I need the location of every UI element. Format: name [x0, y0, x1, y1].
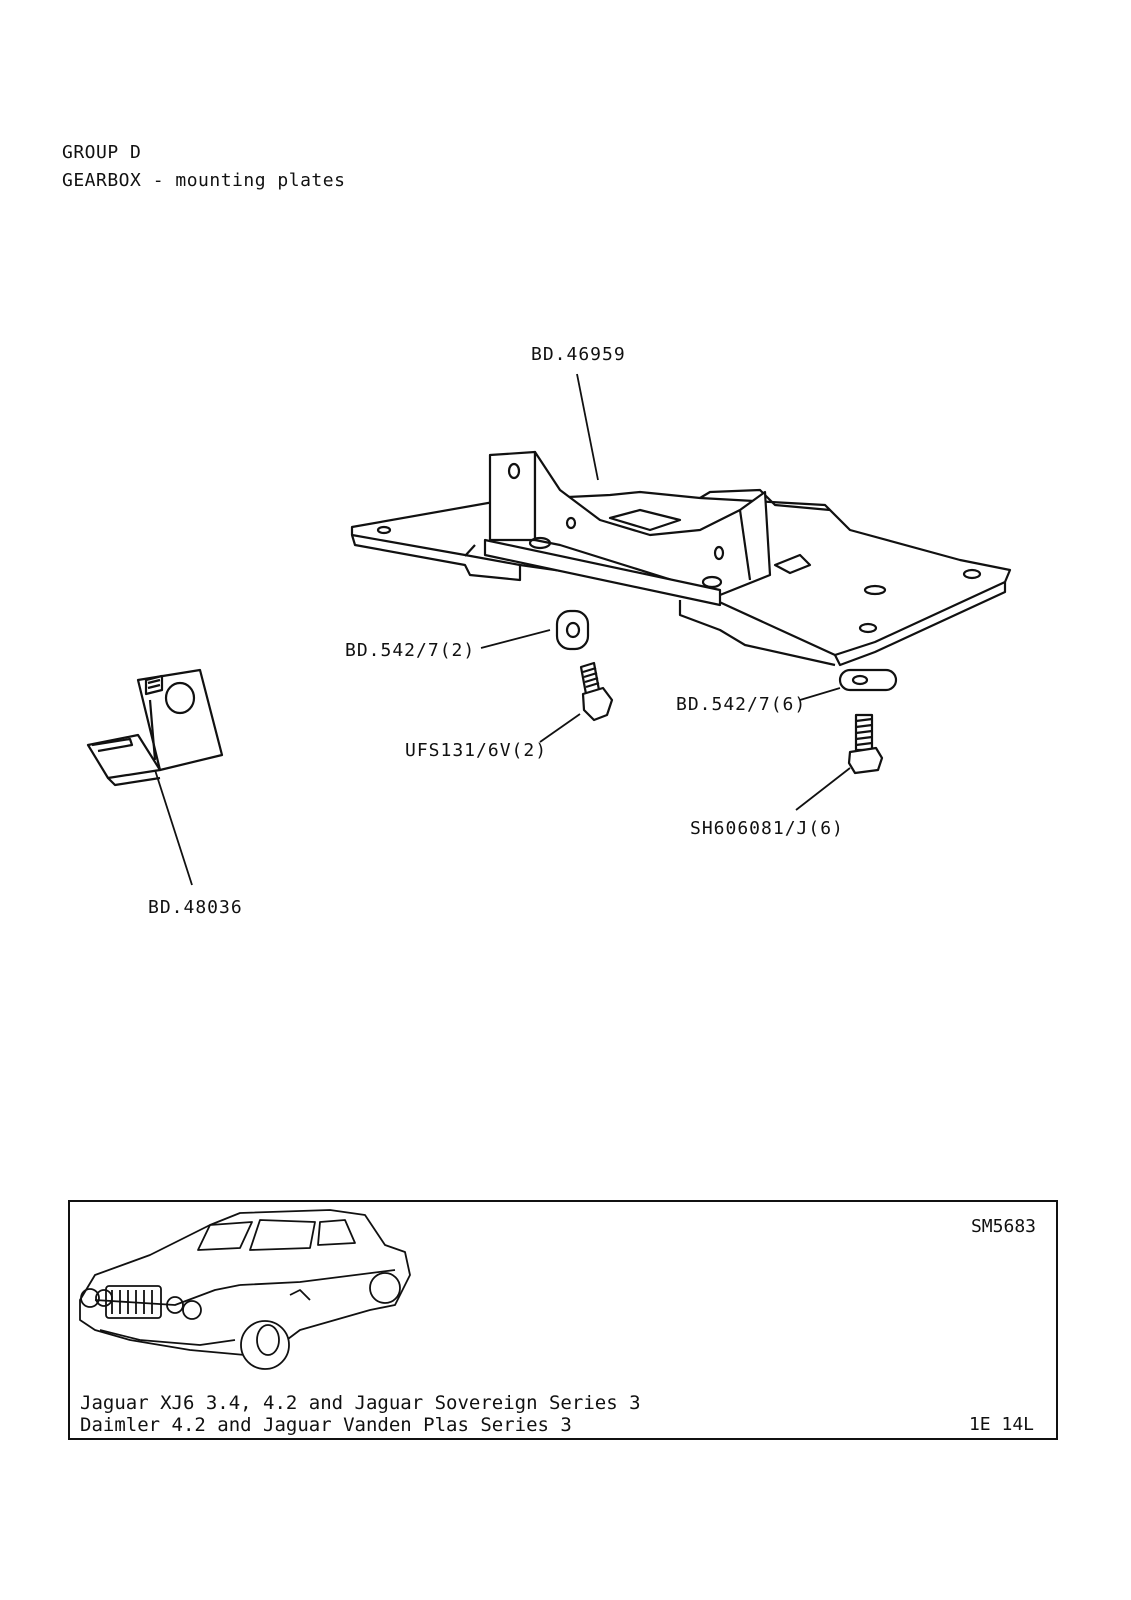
- page-subtitle: GEARBOX - mounting plates: [62, 170, 346, 191]
- callout-washer-large: BD.542/7(6): [676, 694, 807, 715]
- bolt-small: [579, 661, 614, 722]
- main-mounting-plate: [350, 450, 1012, 667]
- sheet-code: SM5683: [970, 1216, 1036, 1237]
- bracket-part: [86, 668, 224, 787]
- vehicle-info-panel: SM5683 Jaguar XJ6 3.4, 4.2 and Jaguar So…: [68, 1200, 1058, 1440]
- callout-bolt-large: SH606081/J(6): [690, 818, 844, 839]
- car-illustration: [79, 1209, 411, 1370]
- group-heading: GROUP D: [62, 142, 142, 163]
- leader-lines: [154, 373, 851, 886]
- bolt-large: [847, 713, 884, 775]
- callout-bracket: BD.48036: [148, 897, 243, 918]
- washer-small: [555, 609, 590, 651]
- callout-main-plate: BD.46959: [531, 344, 626, 365]
- model-line-1: Jaguar XJ6 3.4, 4.2 and Jaguar Sovereign…: [80, 1392, 641, 1414]
- washer-large: [838, 668, 898, 692]
- callout-bolt-small: UFS131/6V(2): [405, 740, 548, 761]
- callout-washer-small: BD.542/7(2): [345, 640, 476, 661]
- page-reference: 1E 14L: [968, 1414, 1034, 1435]
- model-line-2: Daimler 4.2 and Jaguar Vanden Plas Serie…: [80, 1414, 572, 1436]
